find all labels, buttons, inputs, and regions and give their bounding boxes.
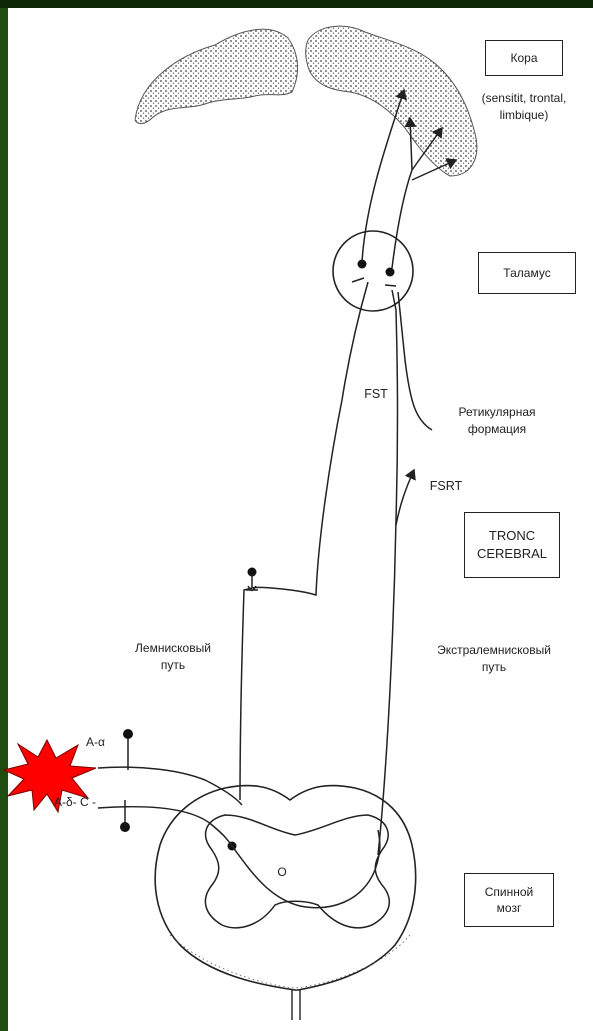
lemniscal-path-label: Лемнисковый путь [108,640,238,674]
fst-label: FST [356,386,396,404]
reticular-fiber [398,292,432,430]
spinal-cord-label: Спинной мозг [485,884,534,916]
spinal-cord-box: Спинной мозг [464,873,554,927]
cortex-left-hemisphere [135,29,298,123]
spinal-cord-outline [155,786,415,990]
cortex-box: Кора [485,40,563,76]
extralemniscal-path-label: Экстралемнисковый путь [408,642,580,676]
thalamus-label: Таламус [503,265,550,281]
extralemniscal-fiber [378,290,398,855]
grey-matter [205,815,389,928]
cortex-subtitle: (sensitit, trontal, limbique) [460,90,588,124]
cortex-label: Кора [510,50,537,66]
cortex-right-hemisphere [306,26,477,176]
brainstem-label: TRONC CEREBRAL [477,527,547,562]
fiber-a-alpha-label: A-α [86,734,130,751]
fsrt-label: FSRT [418,478,474,496]
thalamus-neuron-right [386,268,395,277]
fsrt-fiber [396,470,414,525]
thalamus-box: Таламус [478,252,576,294]
reticular-formation-label: Ретикулярная формация [432,404,562,438]
brainstem-box: TRONC CEREBRAL [464,512,560,578]
dorsal-horn-mark: O [272,864,292,881]
thalamus-circle [333,231,413,311]
fst-fiber [240,282,368,800]
fiber-a-delta-c-label: A-δ- C - [54,794,130,811]
